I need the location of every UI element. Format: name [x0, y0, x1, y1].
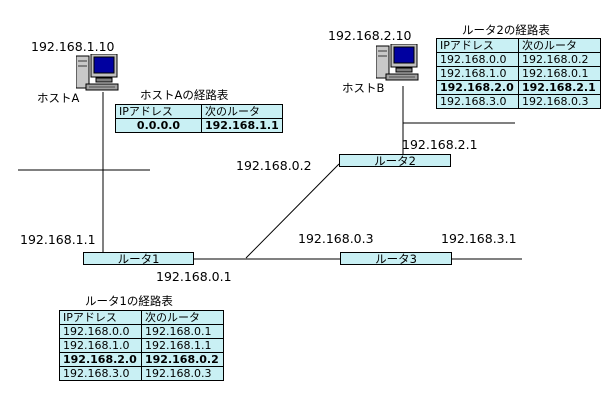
router3: ルータ3 [340, 252, 452, 266]
router2-lan2-address: 192.168.2.1 [402, 137, 478, 152]
router1-lan0-address: 192.168.0.1 [156, 269, 232, 284]
cell-ip: 192.168.1.0 [59, 338, 142, 353]
host-a-ip: 192.168.1.10 [31, 39, 115, 54]
router1-lan1-address: 192.168.1.1 [20, 232, 96, 247]
host-b-ip: 192.168.2.10 [328, 28, 412, 43]
col-header-ip: IPアドレス [436, 38, 519, 53]
cell-ip: 192.168.1.0 [436, 66, 519, 81]
col-header-ip: IPアドレス [115, 104, 202, 119]
cell-next: 192.168.1.1 [201, 118, 283, 133]
cell-ip: 192.168.3.0 [436, 94, 519, 109]
cell-ip: 192.168.0.0 [436, 52, 519, 67]
router3-lan3-address: 192.168.3.1 [441, 231, 517, 246]
cell-ip: 192.168.2.0 [59, 352, 142, 367]
cell-next: 192.168.0.3 [518, 94, 601, 109]
router1: ルータ1 [83, 252, 194, 266]
router2-diagonal-link [245, 163, 340, 259]
table-header-row: IPアドレス次のルータ [436, 38, 601, 53]
cell-ip: 192.168.2.0 [436, 80, 519, 95]
col-header-next: 次のルータ [201, 104, 283, 119]
cell-ip: 192.168.0.0 [59, 324, 142, 339]
cell-next: 192.168.1.1 [141, 338, 224, 353]
host-b-computer-icon [376, 44, 419, 81]
host-a-routing-table: IPアドレス 次のルータ 0.0.0.0 192.168.1.1 [115, 104, 283, 133]
router3-lan0-address: 192.168.0.3 [298, 231, 374, 246]
router2: ルータ2 [339, 154, 451, 168]
col-header-ip: IPアドレス [59, 310, 142, 325]
router2-lan0-address: 192.168.0.2 [236, 158, 312, 173]
cell-next: 192.168.0.2 [518, 52, 601, 67]
router1-table-caption: ルータ1の経路表 [85, 294, 173, 308]
router2-table-caption: ルータ2の経路表 [462, 23, 550, 37]
table-header-row: IPアドレス次のルータ [59, 310, 224, 325]
cell-next: 192.168.0.3 [141, 366, 224, 381]
cell-next: 192.168.0.1 [141, 324, 224, 339]
host-a-table-caption: ホストAの経路表 [140, 88, 229, 102]
cell-ip: 192.168.3.0 [59, 366, 142, 381]
col-header-next: 次のルータ [518, 38, 601, 53]
cell-next: 192.168.2.1 [518, 80, 601, 95]
cell-next: 192.168.0.2 [141, 352, 224, 367]
table-row: 0.0.0.0 192.168.1.1 [115, 118, 283, 133]
host-a-computer-icon [76, 54, 119, 91]
host-b-label: ホストB [342, 81, 385, 95]
table-header-row: IPアドレス 次のルータ [115, 104, 283, 119]
cell-ip: 0.0.0.0 [115, 118, 202, 133]
col-header-next: 次のルータ [141, 310, 224, 325]
cell-next: 192.168.0.1 [518, 66, 601, 81]
host-a-label: ホストA [37, 91, 80, 105]
